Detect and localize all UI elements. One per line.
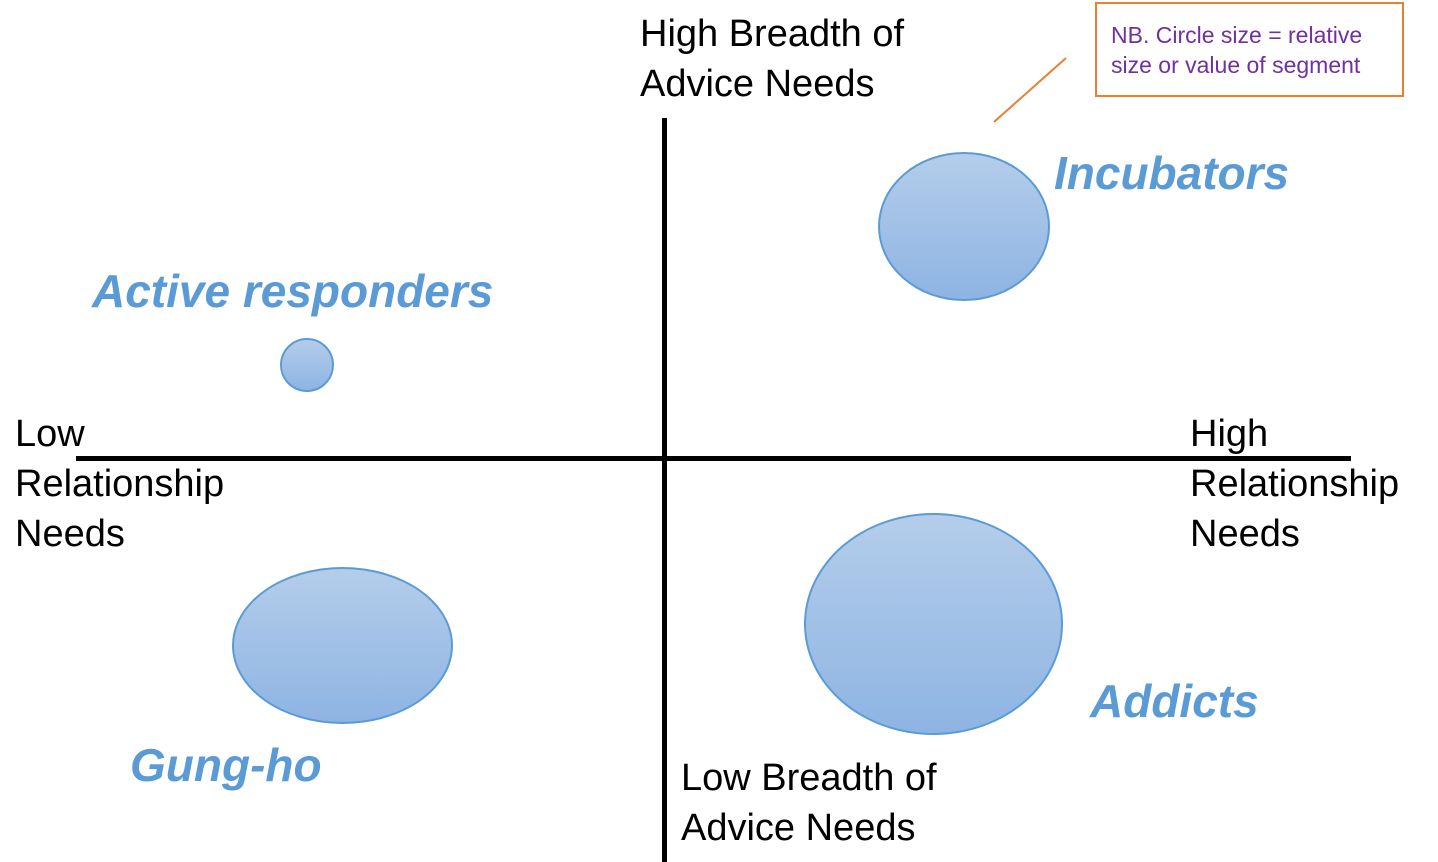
bottom-axis-label: Low Breadth of Advice Needs: [681, 757, 937, 849]
note-box: NB. Circle size = relative size or value…: [1095, 2, 1404, 97]
gung-ho-bubble: [232, 567, 453, 724]
addicts-label: Addicts: [1090, 675, 1259, 727]
vertical-axis: [662, 118, 667, 862]
incubators-bubble: [878, 152, 1050, 301]
top-axis-label: High Breadth of Advice Needs: [640, 13, 905, 105]
active-responders-bubble: [280, 338, 334, 392]
addicts-bubble: [804, 513, 1063, 735]
right-axis-label: High Relationship Needs: [1190, 413, 1400, 555]
incubators-label: Incubators: [1054, 147, 1290, 199]
horizontal-axis: [76, 456, 1351, 461]
gung-ho-label: Gung-ho: [130, 739, 322, 791]
left-axis-label: Low Relationship Needs: [15, 413, 225, 555]
note-text: NB. Circle size = relative size or value…: [1111, 22, 1363, 78]
active-responders-label: Active responders: [92, 265, 494, 317]
